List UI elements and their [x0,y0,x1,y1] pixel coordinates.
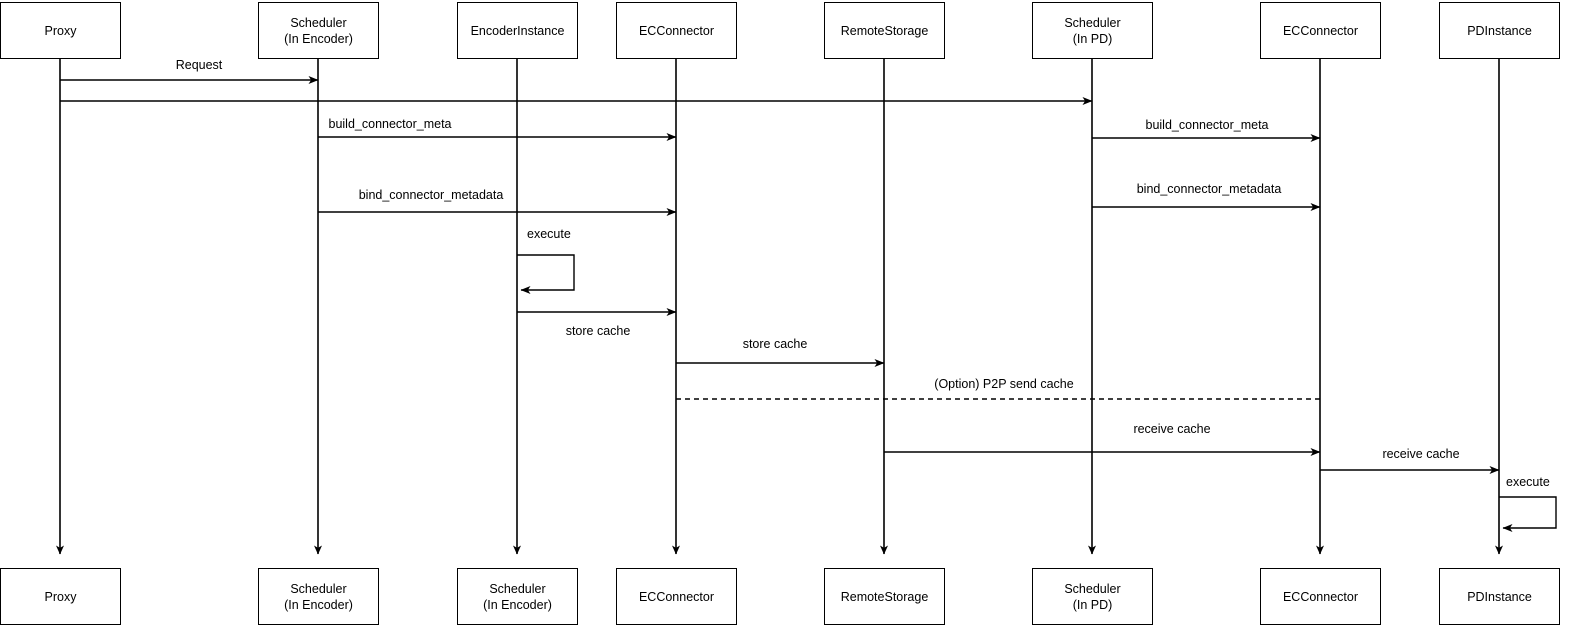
message-label-bind-connector-metadata-encoder: bind_connector_metadata [358,188,504,202]
participant-foot-pd-instance[interactable]: PDInstance [1439,568,1560,625]
participant-head-proxy[interactable]: Proxy [0,2,121,59]
message-label-receive-cache-ec-to-pd: receive cache [1382,447,1460,461]
self-messages-group [517,254,1557,532]
participant-foot-remote-storage[interactable]: RemoteStorage [824,568,945,625]
message-label-receive-cache-remote-to-ec: receive cache [1133,422,1211,436]
participant-foot-ec-connector-encoder[interactable]: ECConnector [616,568,737,625]
message-label-store-cache-encoder: store cache [565,324,631,338]
self-message-execute-encoder-instance[interactable] [517,254,575,294]
participant-head-scheduler-in-encoder[interactable]: Scheduler (In Encoder) [258,2,379,59]
participant-foot-encoder-instance[interactable]: Scheduler (In Encoder) [457,568,578,625]
lifelines-group [56,59,1503,555]
message-label-p2p-send-cache: (Option) P2P send cache [934,377,1074,391]
participant-head-ec-connector-encoder[interactable]: ECConnector [616,2,737,59]
message-label-build-connector-meta-pd: build_connector_meta [1145,118,1269,132]
participant-head-pd-instance[interactable]: PDInstance [1439,2,1560,59]
participant-foot-scheduler-in-pd[interactable]: Scheduler (In PD) [1032,568,1153,625]
participant-foot-scheduler-in-encoder[interactable]: Scheduler (In Encoder) [258,568,379,625]
message-label-request: Request [175,58,223,72]
self-message-execute-pd-instance[interactable] [1499,496,1557,532]
self-message-label-execute-pd-instance: execute [1506,475,1550,489]
participant-foot-proxy[interactable]: Proxy [0,568,121,625]
message-label-store-cache-remote: store cache [742,337,808,351]
participant-foot-ec-connector-pd[interactable]: ECConnector [1260,568,1381,625]
participant-head-remote-storage[interactable]: RemoteStorage [824,2,945,59]
participant-head-scheduler-in-pd[interactable]: Scheduler (In PD) [1032,2,1153,59]
messages-group [60,76,1500,474]
participant-head-ec-connector-pd[interactable]: ECConnector [1260,2,1381,59]
message-label-bind-connector-metadata-pd: bind_connector_metadata [1136,182,1282,196]
self-message-label-execute-encoder-instance: execute [527,227,571,241]
participant-head-encoder-instance[interactable]: EncoderInstance [457,2,578,59]
message-label-build-connector-meta-encoder: build_connector_meta [328,117,452,131]
